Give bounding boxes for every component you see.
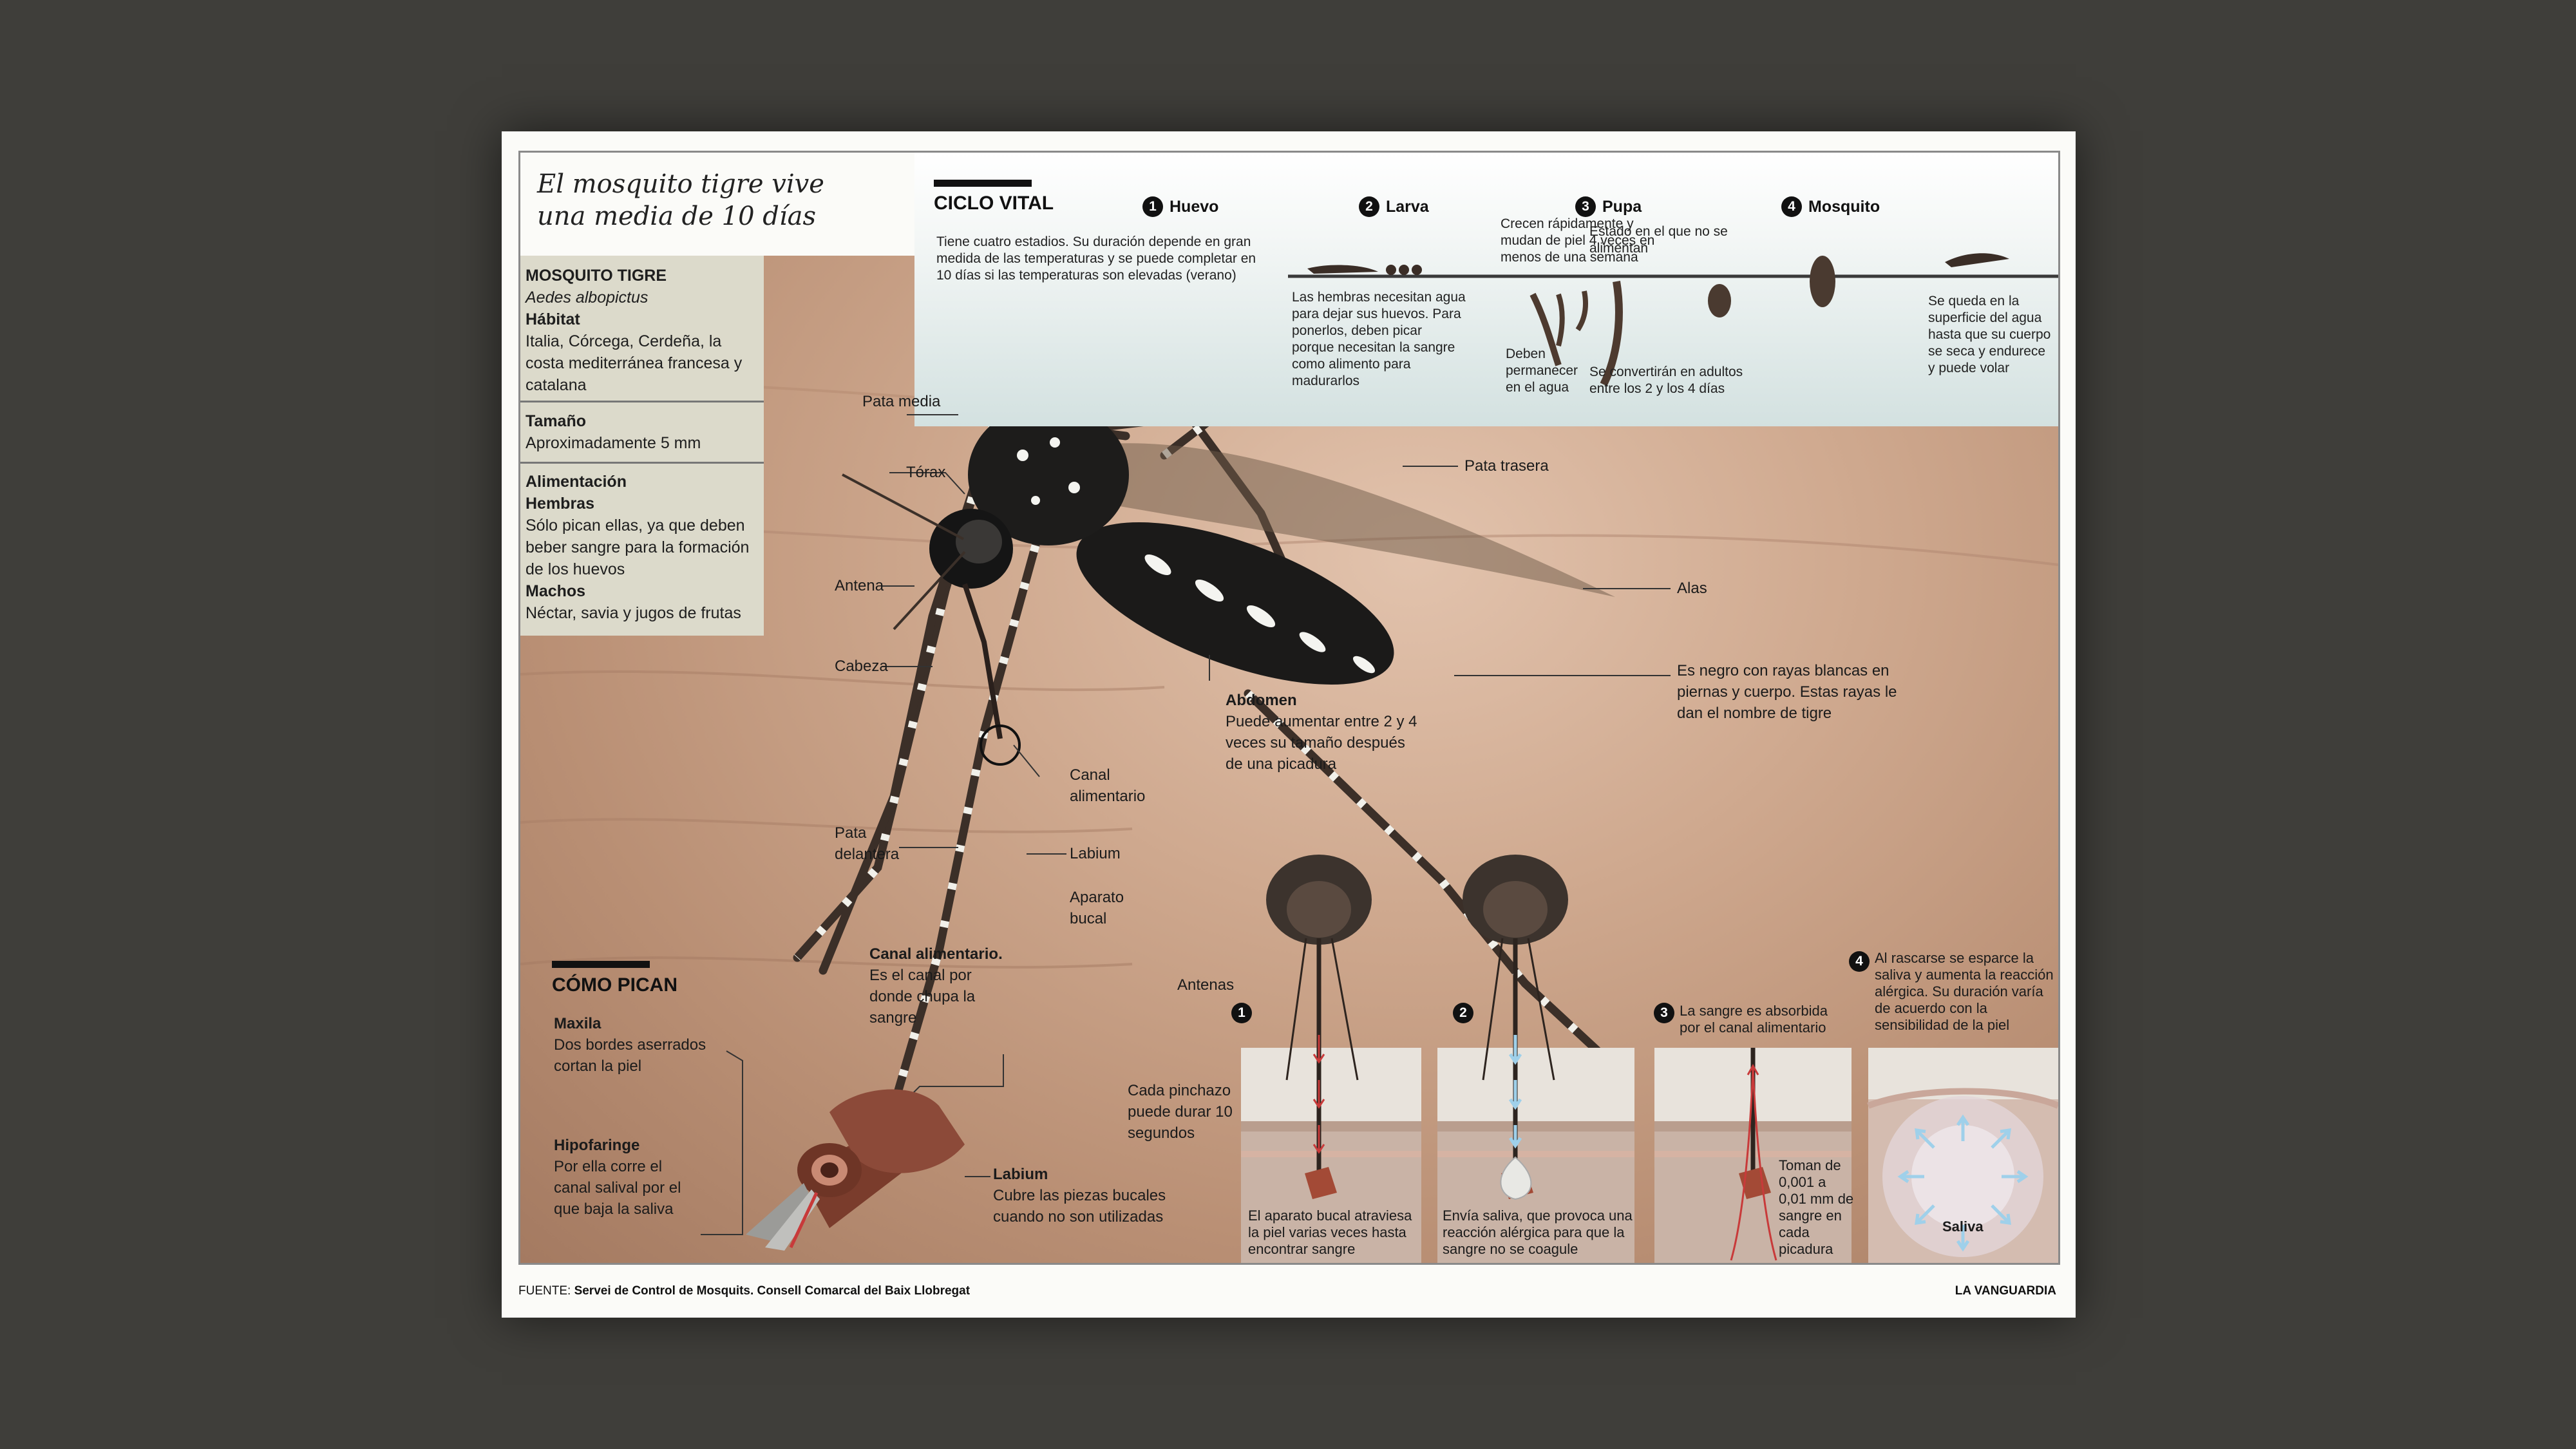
water-surface	[1288, 253, 2058, 386]
stage-name-mosquito: Mosquito	[1808, 198, 1880, 216]
source-label: FUENTE:	[518, 1284, 571, 1298]
saliva-label: Saliva	[1942, 1218, 1984, 1235]
publisher-brand: LA VANGUARDIA	[1955, 1284, 2056, 1298]
step-3-text-2: Toman de 0,001 a 0,01 mm de sangre en ca…	[1779, 1157, 1854, 1257]
food-heading: Alimentación	[526, 473, 627, 491]
label-alas: Alas	[1677, 580, 1707, 597]
step-number: 1	[1231, 1003, 1252, 1023]
title-line-2: una media de 10 días	[537, 202, 817, 231]
stage-mosquito-text: Se queda en la superficie del agua hasta…	[1928, 294, 2051, 375]
stage-name-pupa: Pupa	[1602, 198, 1642, 216]
source-line: FUENTE: Servei de Control de Mosquits. C…	[518, 1284, 970, 1298]
label-duration: Cada pinchazo puede durar 10 segundos	[1128, 1082, 1233, 1142]
mouthparts-illustration	[701, 1050, 1004, 1251]
size-text: Aproximadamente 5 mm	[526, 434, 701, 452]
stage-pupa-text: Estado en el que no se alimentan	[1589, 224, 1728, 256]
bite-step-2-panel	[1437, 1048, 1634, 1263]
label-pata-media: Pata media	[862, 391, 940, 412]
label-canal-alimentario: Canal alimentario	[1070, 766, 1146, 805]
skin-layer	[1437, 1121, 1634, 1132]
label-stripes-text: Es negro con rayas blancas en piernas y …	[1677, 662, 1897, 722]
step-1-text: El aparato bucal atraviesa la piel varia…	[1248, 1208, 1412, 1257]
stage-name-larva: Larva	[1386, 198, 1429, 216]
page-title: El mosquito tigre vive una media de 10 d…	[537, 168, 824, 232]
stage-name-huevo: Huevo	[1170, 198, 1219, 216]
females-heading: Hembras	[526, 495, 594, 513]
heading-bar	[552, 961, 650, 968]
bite-heading: CÓMO PICAN	[552, 974, 677, 996]
skin-layer	[1241, 1121, 1421, 1132]
step-number: 4	[1849, 951, 1870, 972]
cycle-heading: CICLO VITAL	[934, 193, 1054, 214]
label-torax: Tórax	[906, 464, 946, 481]
abdomen-heading: Abdomen	[1226, 692, 1297, 709]
infographic-frame: El mosquito tigre vive una media de 10 d…	[518, 151, 2060, 1265]
label-antenas: Antenas	[1177, 976, 1235, 994]
hipofaringe-heading: Hipofaringe	[554, 1137, 640, 1154]
title-line-1: El mosquito tigre vive	[537, 169, 824, 199]
canal-text: Es el canal por donde chupa la sangre	[869, 967, 976, 1027]
step-2-text: Envía saliva, que provoca una reacción a…	[1443, 1208, 1633, 1257]
maxila-heading: Maxila	[554, 1015, 601, 1032]
title-area: El mosquito tigre vive una media de 10 d…	[520, 153, 914, 256]
step-3-text: La sangre es absorbida por el canal alim…	[1680, 1003, 1828, 1036]
maxila-text: Dos bordes aserrados cortan la piel	[554, 1036, 706, 1075]
heading-bar	[934, 180, 1032, 187]
divider	[520, 401, 764, 402]
label-aparato-bucal: Aparato bucal	[1070, 889, 1124, 927]
label-abdomen: Abdomen Puede aumentar entre 2 y 4 veces…	[1226, 690, 1419, 775]
skin-layer	[1241, 1151, 1421, 1157]
hipofaringe-text: Por ella corre el canal salival por el q…	[554, 1158, 681, 1218]
label-maxila: Maxila Dos bordes aserrados cortan la pi…	[554, 1013, 721, 1077]
stage-number: 3	[1575, 196, 1596, 217]
label-pata-delantera: Pata delantera	[835, 824, 900, 863]
step-4-text: Al rascarse se esparce la saliva y aumen…	[1875, 950, 2054, 1033]
labium-text: Cubre las piezas bucales cuando no son u…	[993, 1187, 1166, 1226]
stage-number: 1	[1142, 196, 1163, 217]
label-pata-trasera: Pata trasera	[1464, 457, 1549, 475]
label-labium-bucal: Labium Cubre las piezas bucales cuando n…	[993, 1164, 1199, 1227]
stage-number: 4	[1781, 196, 1802, 217]
stage-larva-text: Crecen rápidamente y mudan de piel 4 vec…	[1501, 216, 1655, 265]
source-text: Servei de Control de Mosquits. Consell C…	[574, 1284, 971, 1298]
infographic-sheet: El mosquito tigre vive una media de 10 d…	[502, 131, 2076, 1318]
bite-step-1-panel	[1241, 1048, 1421, 1263]
labium-heading: Labium	[993, 1166, 1048, 1183]
step-number: 2	[1453, 1003, 1473, 1023]
step-number: 3	[1654, 1003, 1674, 1023]
habitat-heading: Hábitat	[526, 310, 580, 328]
stage-larva-text-2: Deben permanecer en el agua	[1506, 346, 1578, 395]
species-info-box: MOSQUITO TIGRE Aedes albopictus Hábitat …	[520, 256, 764, 636]
bite-steps-illustration	[1266, 855, 2058, 1261]
females-text: Sólo pican ellas, ya que deben beber san…	[526, 516, 750, 578]
species-latin-name: Aedes albopictus	[526, 289, 649, 307]
males-heading: Machos	[526, 582, 586, 600]
food-section: Alimentación Hembras Sólo pican ellas, y…	[526, 471, 759, 624]
stage-number: 2	[1359, 196, 1379, 217]
males-text: Néctar, savia y jugos de frutas	[526, 604, 741, 622]
callout-lines	[882, 414, 1671, 855]
habitat-text: Italia, Córcega, Cerdeña, la costa medit…	[526, 332, 743, 394]
divider	[520, 462, 764, 464]
size-heading: Tamaño	[526, 412, 586, 430]
stage-huevo-text: Las hembras necesitan agua para dejar su…	[1292, 290, 1466, 388]
species-heading: MOSQUITO TIGRE	[526, 267, 667, 285]
panel-sky	[1241, 1048, 1421, 1121]
abdomen-text: Puede aumentar entre 2 y 4 veces su tama…	[1226, 713, 1417, 773]
life-cycle-panel: CICLO VITAL Tiene cuatro estadios. Su du…	[914, 153, 2058, 426]
label-canal-bucal: Canal alimentario. Es el canal por donde…	[869, 943, 1005, 1028]
cycle-intro: Tiene cuatro estadios. Su duración depen…	[936, 234, 1256, 283]
label-antena: Antena	[835, 577, 884, 594]
label-cabeza: Cabeza	[835, 658, 888, 675]
species-section: MOSQUITO TIGRE Aedes albopictus Hábitat …	[526, 265, 759, 396]
panel-sky	[1437, 1048, 1634, 1121]
size-section: Tamaño Aproximadamente 5 mm	[526, 410, 759, 454]
label-labium: Labium	[1070, 845, 1121, 862]
label-hipofaringe: Hipofaringe Por ella corre el canal sali…	[554, 1135, 683, 1220]
canal-heading: Canal alimentario.	[869, 945, 1003, 963]
label-text: Pata media	[862, 393, 941, 410]
skin-layer	[1437, 1151, 1634, 1157]
stage-pupa-text-2: Se convertirán en adultos entre los 2 y …	[1589, 365, 1743, 396]
